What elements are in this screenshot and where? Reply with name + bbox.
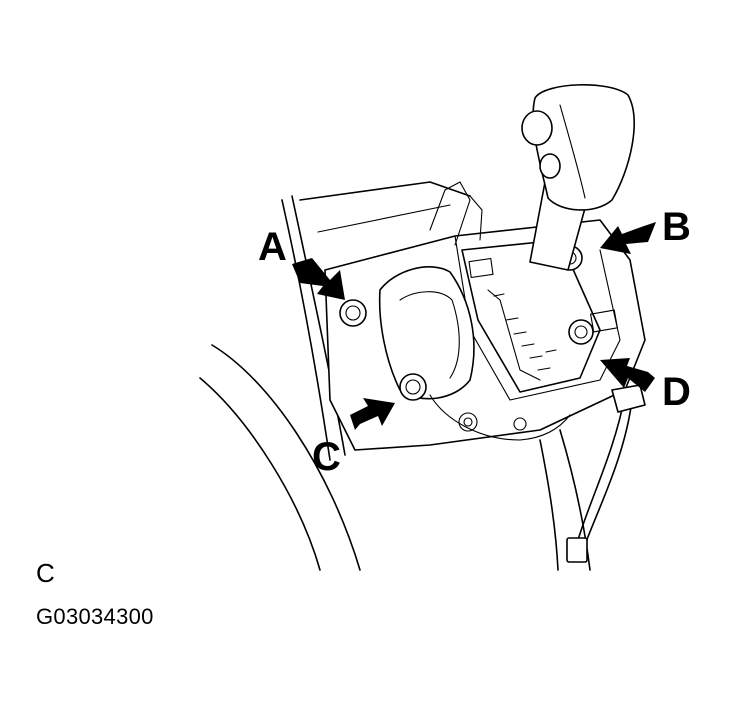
screw-d [568, 319, 594, 345]
shift-linkage [378, 181, 571, 441]
shift-lever [521, 84, 635, 271]
gear-position-indicator [493, 293, 557, 371]
screw-a [339, 299, 367, 327]
figure-code: G03034300 [36, 604, 154, 629]
arrow-d [600, 358, 655, 392]
figure-letter: C [36, 558, 55, 588]
callout-d: D [662, 370, 691, 414]
callout-c: C [312, 435, 341, 479]
screw-c [399, 373, 427, 401]
console-outline [199, 181, 591, 571]
arrow-b [600, 222, 656, 254]
callout-a: A [258, 225, 287, 269]
arrow-c [350, 398, 395, 430]
arrow-a [292, 258, 345, 300]
wire-harness [566, 384, 646, 563]
callout-b: B [662, 205, 691, 249]
